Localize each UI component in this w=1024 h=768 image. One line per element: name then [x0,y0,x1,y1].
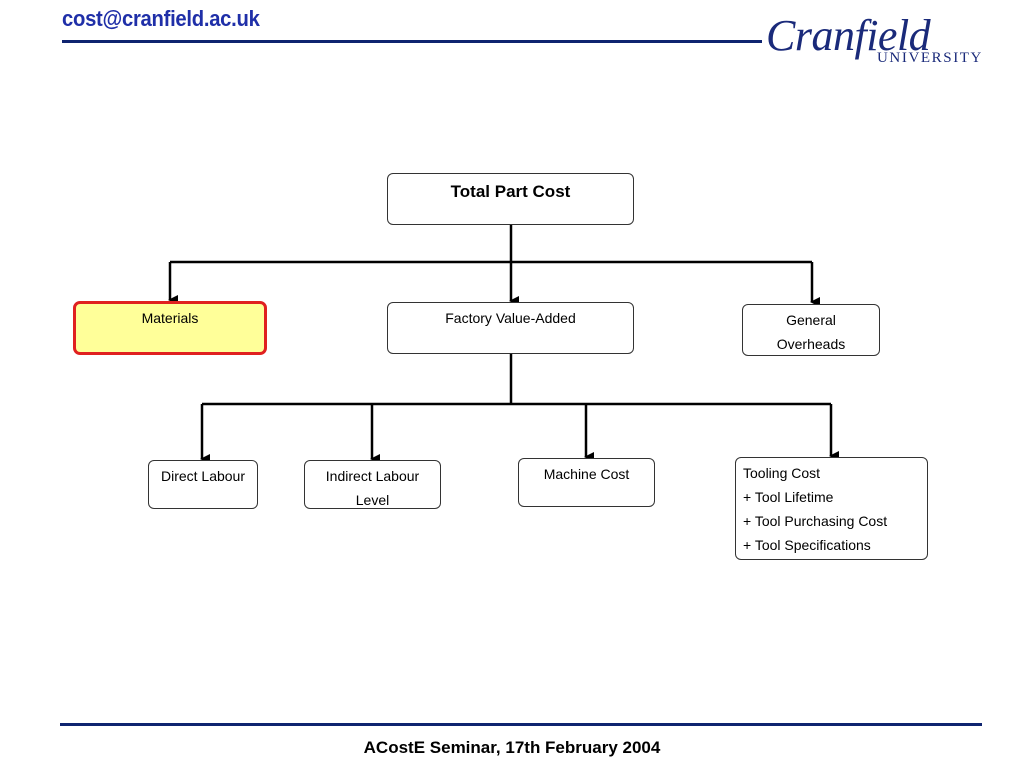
node-label: Materials [141,310,199,326]
node-general-overheads: General Overheads [742,304,880,356]
footer-divider [60,723,982,726]
node-label-line: Tooling Cost [743,465,821,481]
node-label: Machine Cost [543,466,630,482]
logo-subtitle: UNIVERSITY [877,50,983,66]
node-label-line: + Tool Specifications [743,537,871,553]
node-label-line: + Tool Purchasing Cost [743,513,888,529]
footer-text: ACostE Seminar, 17th February 2004 [363,738,661,757]
header-divider [62,40,762,43]
node-label: Total Part Cost [450,182,571,201]
node-indirect-labour-level: Indirect Labour Level [304,460,441,509]
cranfield-logo: Cranfield UNIVERSITY [760,10,1000,72]
node-direct-labour: Direct Labour [148,460,258,509]
node-label: Factory Value-Added [445,310,576,326]
node-label-line: General [786,312,836,328]
contact-email[interactable]: cost@cranfield.ac.uk [62,6,260,31]
node-label: Direct Labour [160,468,246,484]
node-materials: Materials [73,301,267,355]
node-label-line: Indirect Labour [325,468,420,484]
node-machine-cost: Machine Cost [518,458,655,507]
node-label-line: Overheads [776,336,846,352]
node-total-part-cost: Total Part Cost [387,173,634,225]
logo-wordmark: Cranfield [766,11,931,60]
node-label-line: Level [355,492,390,508]
node-tooling-cost: Tooling Cost + Tool Lifetime + Tool Purc… [735,457,928,560]
node-factory-value-added: Factory Value-Added [387,302,634,354]
node-label-line: + Tool Lifetime [743,489,834,505]
